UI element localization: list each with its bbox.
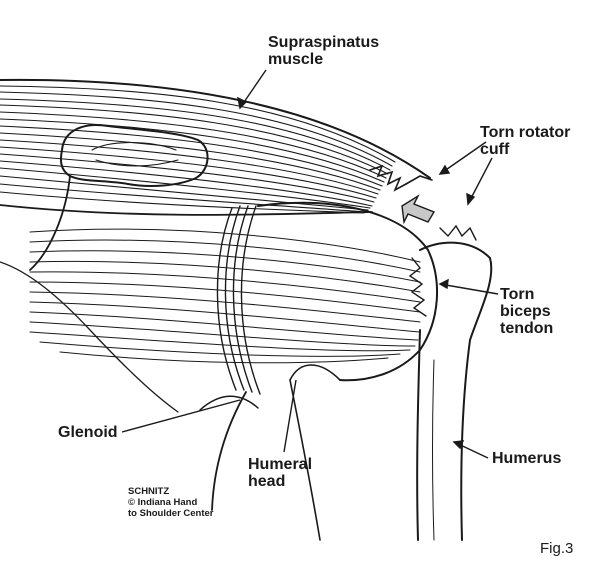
illustrator-credit: SCHNITZ © Indiana Hand to Shoulder Cente…	[128, 486, 214, 519]
humerus-shaft	[419, 241, 493, 541]
figure-label: Fig.3	[540, 540, 574, 557]
humeral-head-leader	[283, 379, 297, 453]
torn-rotator-cuff-leader-1	[439, 141, 487, 175]
label-line: Humerus	[492, 450, 562, 467]
label-line: muscle	[268, 51, 324, 68]
label-humeral-head: Humeral head	[248, 456, 312, 490]
credit-line: to Shoulder Center	[128, 508, 214, 519]
label-line: cuff	[480, 141, 510, 158]
credit-line: © Indiana Hand	[128, 497, 198, 508]
label-line: Torn	[500, 286, 535, 303]
label-torn-biceps-tendon: Torn biceps tendon	[500, 286, 553, 337]
label-line: Humeral	[248, 456, 313, 473]
label-glenoid: Glenoid	[58, 424, 118, 441]
label-humerus: Humerus	[492, 450, 561, 467]
humeral-head-fibers	[29, 228, 421, 364]
torn-biceps-leader	[439, 283, 499, 295]
label-line: Supraspinatus	[268, 34, 380, 51]
label-torn-rotator-cuff: Torn rotator cuff	[480, 124, 570, 158]
supraspinatus-muscle-fibers	[0, 85, 396, 214]
retraction-arrow-icon	[401, 194, 436, 225]
glenoid-leader	[121, 399, 241, 433]
humeral-head-outline	[257, 201, 438, 382]
label-supraspinatus: Supraspinatus muscle	[268, 34, 379, 68]
label-line: biceps	[500, 303, 551, 320]
credit-line: SCHNITZ	[128, 486, 170, 497]
label-line: tendon	[500, 320, 554, 337]
label-line: head	[248, 473, 286, 490]
label-line: Torn rotator	[480, 124, 571, 141]
label-line: Glenoid	[58, 424, 118, 441]
glenoid-rim	[216, 205, 261, 395]
